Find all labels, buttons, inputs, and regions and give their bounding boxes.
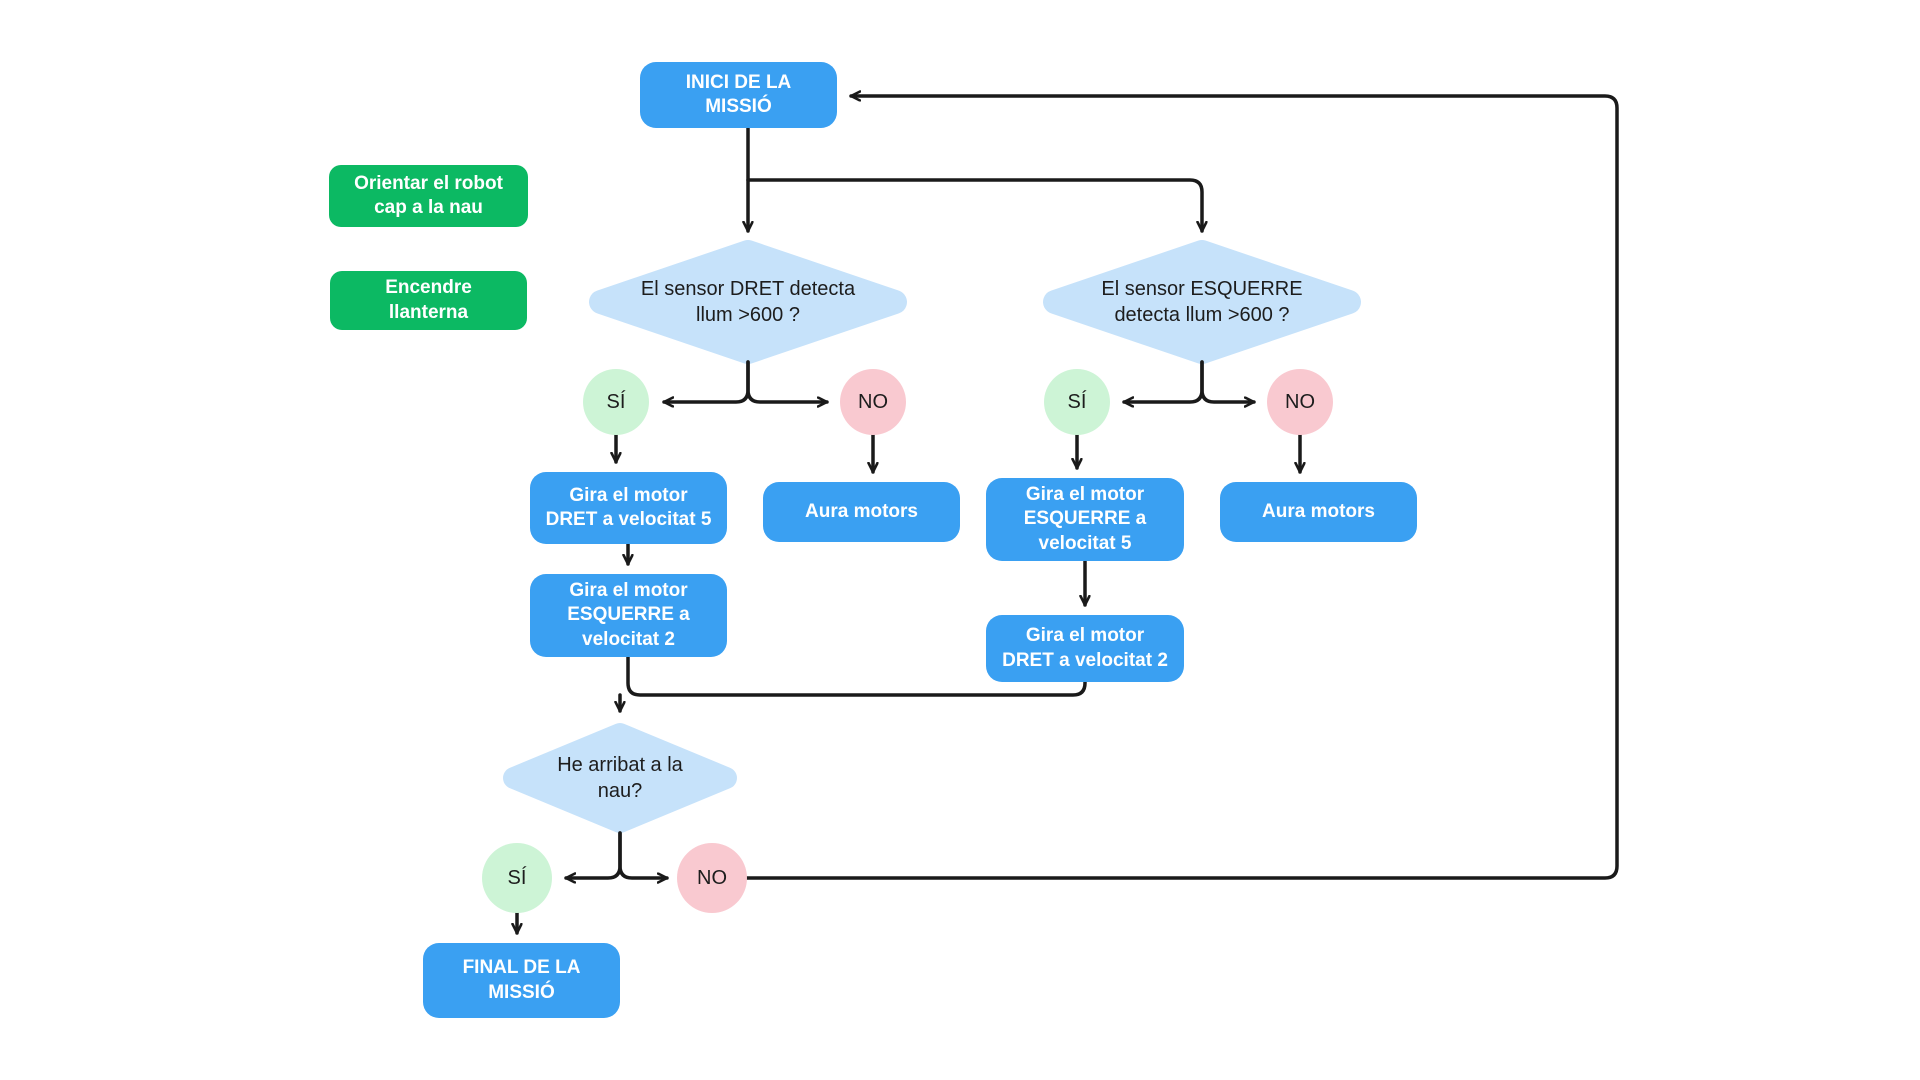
decision-sensor-esquerre-shape [1043,240,1361,364]
decision-sensor-esquerre: El sensor ESQUERRE detecta llum >600 ? [1082,252,1322,352]
action-gira-motor-esquerre-2: Gira el motor ESQUERRE a velocitat 2 [530,574,727,657]
yes-badge-label: SÍ [1067,390,1087,413]
decision-he-arribat-label: He arribat a la nau? [557,753,683,802]
yes-badge-label: SÍ [507,866,527,889]
decision-sensor-dret: El sensor DRET detecta llum >600 ? [628,252,868,352]
action-gira-motor-esquerre-5: Gira el motor ESQUERRE a velocitat 5 [986,478,1184,561]
connector-sensor-esquerre-yes [1122,360,1204,402]
no-badge-sensor-dret: NO [840,369,906,435]
note-encendre-llanterna-label: Encendre llanterna [385,277,472,323]
action-gira-motor-dret-5-label: Gira el motor DRET a velocitat 5 [545,484,712,530]
connectors [517,96,1619,935]
decision-sensor-esquerre-label: El sensor ESQUERRE detecta llum >600 ? [1101,277,1303,326]
yes-badge-sensor-esquerre: SÍ [1044,369,1110,435]
yes-badge-label: SÍ [606,390,626,413]
note-encendre-llanterna: Encendre llanterna [330,271,527,330]
action-gira-motor-esquerre-2-label: Gira el motor ESQUERRE a velocitat 2 [567,580,690,650]
start-node-label: INICI DE LA MISSIÓ [685,71,792,117]
end-node-label: FINAL DE LA MISSIÓ [462,957,581,1003]
action-aura-motors-label: Aura motors [805,500,918,522]
decision-sensor-dret-shape [589,240,907,364]
start-node: INICI DE LA MISSIÓ [640,62,837,128]
action-aura-motors-left: Aura motors [763,482,960,542]
connector-arrived-no [618,831,669,878]
connector-merge-branches [626,655,1087,697]
no-badge-sensor-esquerre: NO [1267,369,1333,435]
yes-badge-sensor-dret: SÍ [583,369,649,435]
connector-arrived-yes [564,831,622,878]
connector-start-to-sensor-esquerre [746,178,1202,233]
note-orientar-robot-label: Orientar el robot cap a la nau [354,172,503,218]
note-orientar-robot: Orientar el robot cap a la nau [329,165,528,227]
decision-arrived-shape [503,723,737,833]
no-badge-label: NO [858,390,888,413]
end-node: FINAL DE LA MISSIÓ [423,943,620,1018]
connector-sensor-dret-no [746,360,829,402]
action-aura-motors-right: Aura motors [1220,482,1417,542]
decision-sensor-dret-label: El sensor DRET detecta llum >600 ? [640,277,856,326]
action-aura-motors-label: Aura motors [1262,500,1375,522]
connector-no3-loop-to-start [745,96,1619,880]
no-badge-label: NO [1285,390,1315,413]
yes-badge-arrived: SÍ [482,843,552,913]
connector-sensor-dret-yes [662,360,750,402]
action-gira-motor-dret-2-label: Gira el motor DRET a velocitat 2 [1002,625,1168,671]
no-badge-label: NO [697,866,727,889]
decision-he-arribat: He arribat a la nau? [535,733,705,823]
no-badge-arrived: NO [677,843,747,913]
action-gira-motor-esquerre-5-label: Gira el motor ESQUERRE a velocitat 5 [1023,484,1147,554]
decision-shapes [503,240,1361,833]
action-gira-motor-dret-2: Gira el motor DRET a velocitat 2 [986,615,1184,682]
action-gira-motor-dret-5: Gira el motor DRET a velocitat 5 [530,472,727,544]
connector-sensor-esquerre-no [1200,360,1256,402]
